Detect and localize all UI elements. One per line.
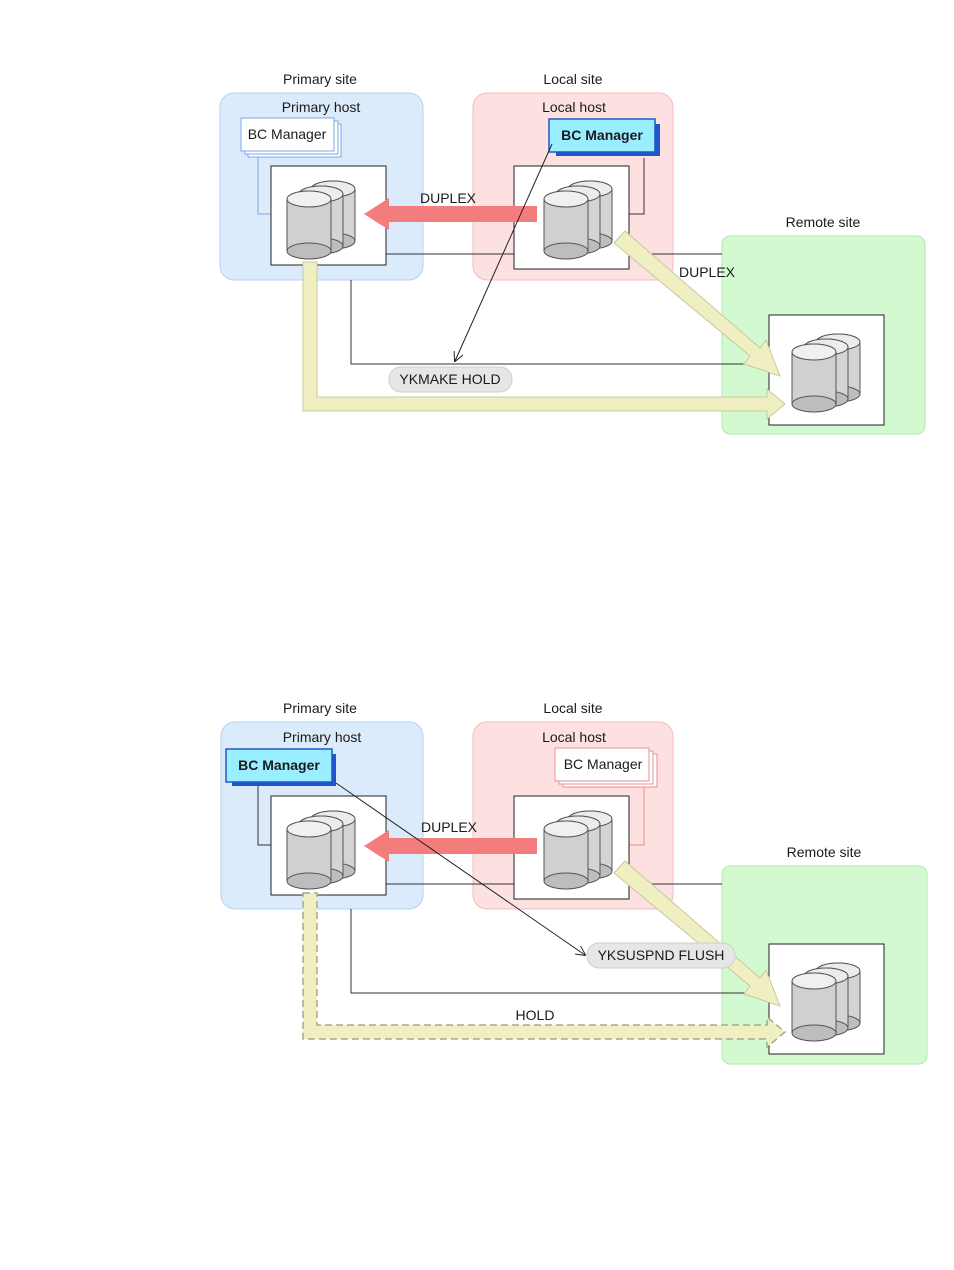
bc-manager-local-label: BC Manager xyxy=(564,756,643,772)
command-label: YKSUSPND FLUSH xyxy=(598,947,725,963)
primary-disk-stack-icon xyxy=(287,811,355,889)
duplex-label: DUPLEX xyxy=(421,819,478,835)
bc-manager-local-active[interactable]: BC Manager xyxy=(549,119,660,156)
local-host-label: Local host xyxy=(542,729,606,745)
hold-label: HOLD xyxy=(516,1007,555,1023)
remote-site-label: Remote site xyxy=(786,214,861,230)
remote-disk-stack-icon xyxy=(792,334,860,412)
primary-remote-link xyxy=(351,280,769,364)
bc-manager-local-inactive: BC Manager xyxy=(555,748,657,787)
command-label: YKMAKE HOLD xyxy=(399,371,500,387)
remote-disk-stack-icon xyxy=(792,963,860,1041)
primary-to-remote-hold-arrow xyxy=(303,893,785,1047)
bc-manager-primary-inactive: BC Manager xyxy=(241,118,341,157)
duplex-label: DUPLEX xyxy=(420,190,477,206)
local-remote-link-label: DUPLEX xyxy=(679,264,736,280)
diagram-yksuspnd-flush: Primary site Primary host Local site Loc… xyxy=(221,700,927,1064)
primary-to-remote-async-arrow xyxy=(303,262,785,419)
primary-disk-stack-icon xyxy=(287,181,355,259)
bc-manager-primary-label: BC Manager xyxy=(248,126,327,142)
local-disk-stack-icon xyxy=(544,811,612,889)
bc-manager-primary-active[interactable]: BC Manager xyxy=(226,749,336,786)
primary-site-label: Primary site xyxy=(283,71,357,87)
primary-host-label: Primary host xyxy=(282,99,361,115)
remote-site-label: Remote site xyxy=(787,844,862,860)
local-disk-stack-icon xyxy=(544,181,612,259)
local-host-label: Local host xyxy=(542,99,606,115)
bc-manager-local-label: BC Manager xyxy=(561,127,643,143)
primary-host-label: Primary host xyxy=(283,729,362,745)
diagram-ykmake-hold: Primary site Primary host Local site Loc… xyxy=(220,71,925,434)
local-site-label: Local site xyxy=(543,71,602,87)
bc-manager-primary-label: BC Manager xyxy=(238,757,320,773)
local-site-label: Local site xyxy=(543,700,602,716)
primary-site-label: Primary site xyxy=(283,700,357,716)
